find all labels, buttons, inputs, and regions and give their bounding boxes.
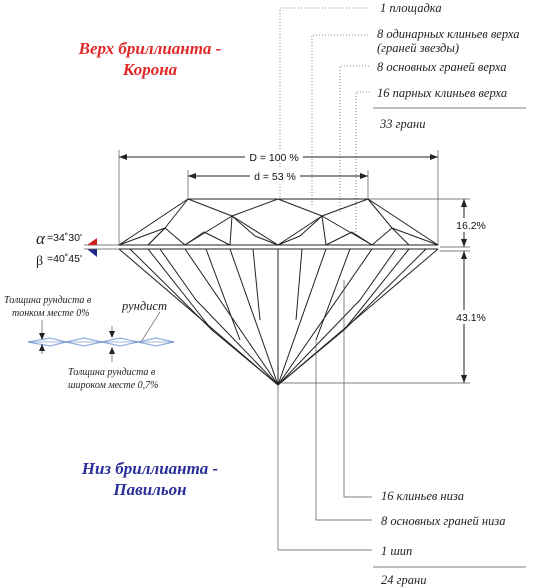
girdle-profile [27, 320, 175, 362]
crown-total: 33 грани [379, 117, 425, 131]
height-dimensions [282, 198, 470, 384]
crown-outline [118, 198, 439, 246]
pavilion-total: 24 грани [381, 573, 426, 587]
crown-label-table: 1 площадка [380, 1, 442, 15]
table-label: d = 53 % [254, 171, 296, 183]
pavilion-label-lower-girdle: 16 клиньев низа [381, 489, 464, 503]
crown-leader-lines [279, 7, 370, 235]
alpha-value: =34˚30' [47, 232, 82, 244]
pavilion-label-main: 8 основных граней низа [381, 514, 505, 528]
thick-girdle-line1: Толщина рундиста в [68, 367, 156, 378]
angle-markers [84, 238, 119, 257]
alpha-symbol: α [36, 229, 46, 248]
thin-girdle-line2: тонком месте 0% [12, 308, 90, 319]
diameter-label: D = 100 % [249, 152, 298, 164]
diameter-dimension [118, 150, 439, 245]
pavilion-label-culet: 1 шип [381, 544, 412, 558]
pavilion-depth-label: 43.1% [456, 312, 486, 324]
crown-height-label: 16.2% [456, 220, 486, 232]
diamond-drawing [118, 198, 439, 386]
beta-marker [87, 249, 97, 257]
crown-label-upper-girdle: 16 парных клиньев верха [377, 86, 507, 100]
thick-girdle-line2: широком месте 0,7% [68, 380, 158, 391]
alpha-marker [87, 238, 97, 245]
pavilion-title-line2: Павильон [112, 480, 186, 499]
crown-label-star-note: (граней звезды) [377, 41, 459, 55]
crown-label-main: 8 основных граней верха [377, 60, 507, 74]
thin-girdle-line1: Толщина рундиста в [4, 295, 92, 306]
pavilion-title-line1: Низ бриллианта - [81, 459, 219, 478]
crown-title-line2: Корона [122, 60, 178, 79]
pavilion-leader-lines [277, 280, 372, 551]
girdle-label: рундист [121, 299, 167, 313]
beta-value: =40˚45' [47, 253, 82, 265]
beta-symbol: β [36, 254, 43, 269]
crown-title-line1: Верх бриллианта - [78, 39, 222, 58]
crown-label-star: 8 одинарных клиньев верха [377, 27, 519, 41]
girdle-label-pointer [140, 311, 161, 343]
